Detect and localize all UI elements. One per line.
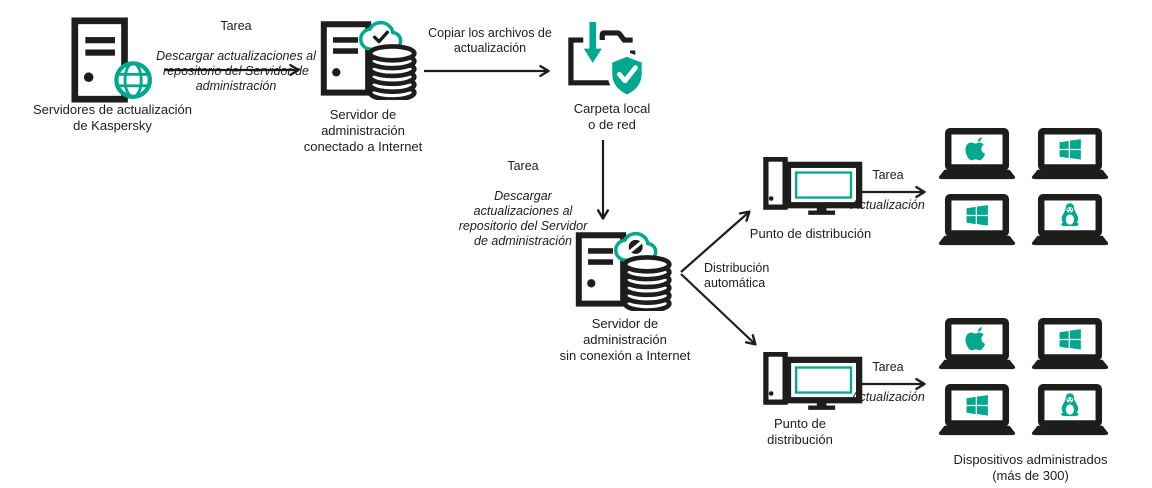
server-globe-icon [70, 17, 158, 103]
task-title: Tarea [507, 159, 539, 173]
label-managed-devices: Dispositivos administrados (más de 300) [953, 452, 1108, 483]
edge-label-auto-distribution: Distribución automática [704, 261, 770, 290]
task-title: Tarea [220, 19, 252, 33]
managed-devices-group-top [938, 128, 1109, 246]
edge-label-download-task-2: Tarea Descargar actualizaciones al repos… [448, 144, 598, 264]
laptop-windows-icon [938, 194, 1016, 246]
laptop-apple-icon [938, 128, 1016, 180]
edge-label-copy-files: Copiar los archivos de actualización [428, 26, 552, 55]
edge-label-download-task-1: Tarea Descargar actualizaciones al repos… [146, 4, 326, 109]
task-title: Tarea [872, 360, 904, 374]
laptop-linux-icon [1031, 194, 1109, 246]
task-name: Descargar actualizaciones al repositorio… [458, 189, 588, 248]
task-name: Actualización [851, 390, 925, 404]
laptop-linux-icon [1031, 384, 1109, 436]
label-admin-server-offline: Servidor de administración sin conexión … [559, 316, 691, 363]
edge-label-update-task-top: Tarea Actualización [841, 153, 935, 228]
task-name: Actualización [851, 198, 925, 212]
edge-label-update-task-bottom: Tarea Actualización [841, 345, 935, 420]
folder-download-shield-icon [566, 22, 648, 98]
label-distribution-point-top: Punto de distribución [749, 226, 872, 241]
laptop-windows-icon [938, 384, 1016, 436]
server-database-cloud-check-icon [320, 15, 420, 100]
managed-devices-group-bottom [938, 318, 1109, 436]
label-update-servers: Servidores de actualización de Kaspersky [33, 102, 192, 133]
label-local-folder: Carpeta local o de red [573, 101, 651, 132]
task-title: Tarea [872, 168, 904, 182]
laptop-apple-icon [938, 318, 1016, 370]
task-name: Descargar actualizaciones al repositorio… [156, 49, 316, 93]
laptop-windows-icon [1031, 318, 1109, 370]
label-distribution-point-bottom: Punto de distribución [767, 416, 833, 447]
label-admin-server-online: Servidor de administración conectado a I… [303, 107, 423, 154]
laptop-windows-icon [1031, 128, 1109, 180]
